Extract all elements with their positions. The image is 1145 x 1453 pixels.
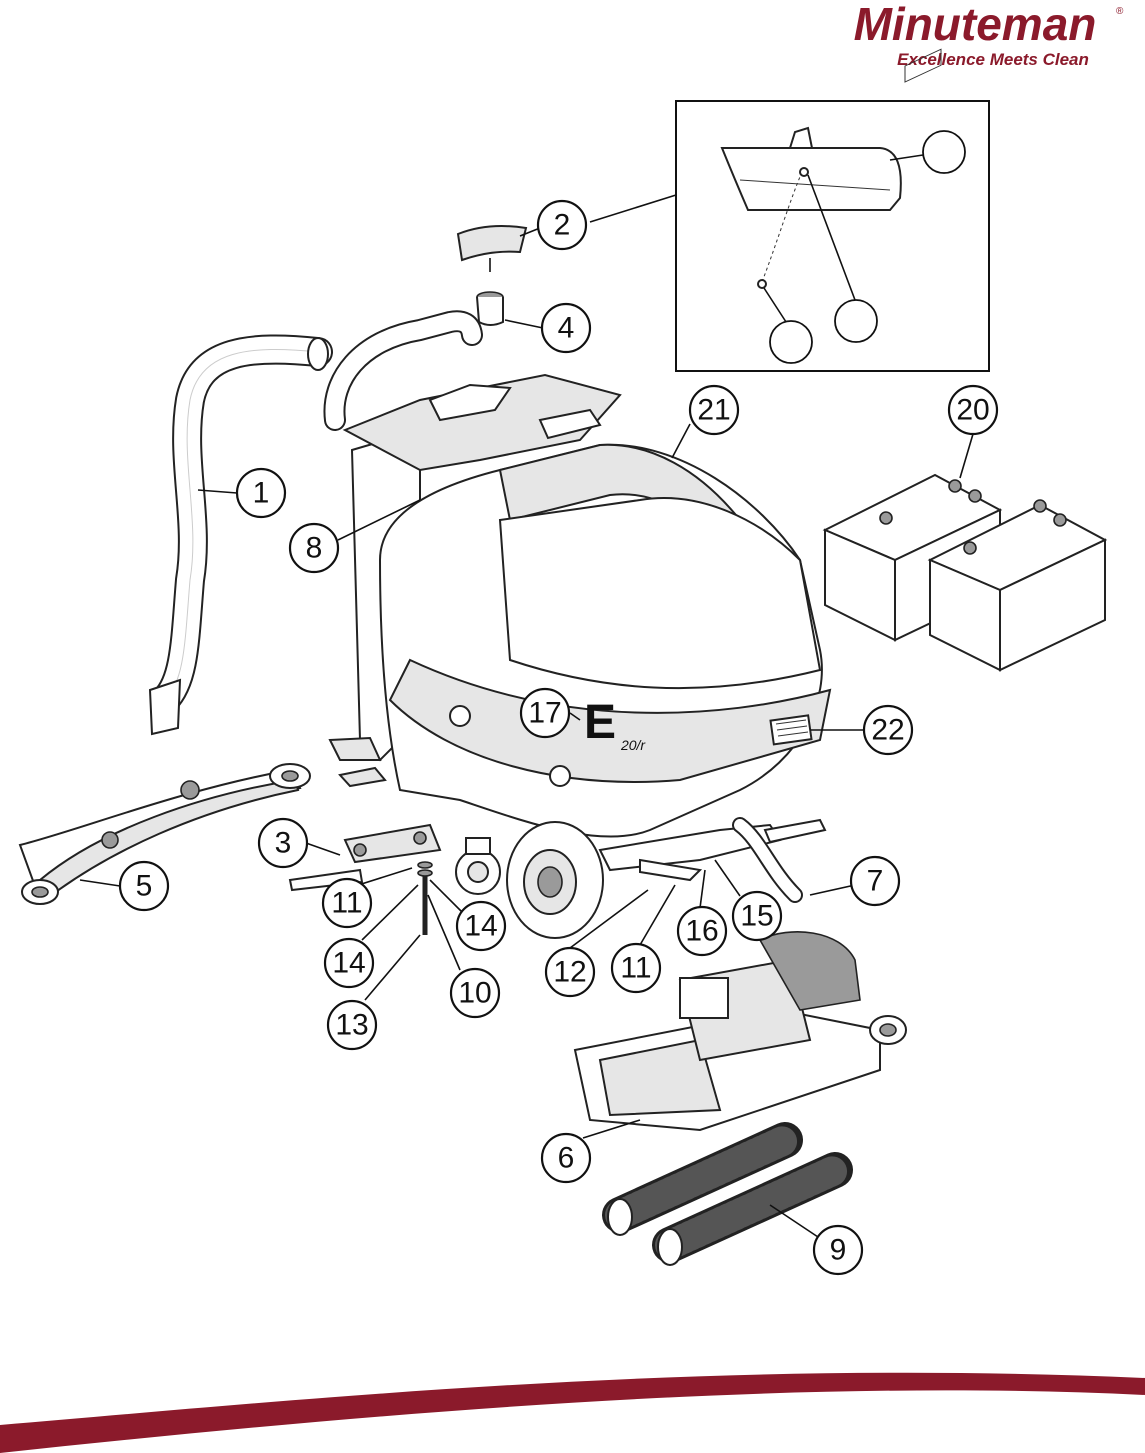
callout-9: 9 bbox=[812, 1224, 864, 1276]
model-badge-letter: E bbox=[584, 696, 616, 749]
svg-text:10: 10 bbox=[458, 977, 491, 1010]
leader-lines bbox=[79, 227, 974, 1238]
callout-5: 5 bbox=[118, 860, 170, 912]
callout-17: 17 bbox=[519, 687, 571, 739]
callout-14a: 14 bbox=[455, 900, 507, 952]
svg-text:12: 12 bbox=[553, 956, 586, 989]
svg-text:2: 2 bbox=[554, 209, 571, 242]
inset-detail-box bbox=[675, 100, 990, 372]
bottom-swoosh bbox=[0, 1372, 1145, 1453]
callout-16: 16 bbox=[676, 905, 728, 957]
svg-text:7: 7 bbox=[867, 865, 884, 898]
svg-text:11: 11 bbox=[620, 952, 651, 985]
callout-6: 6 bbox=[540, 1132, 592, 1184]
machine-body: E 20/r bbox=[323, 310, 832, 939]
part-bracket bbox=[288, 823, 442, 935]
part-batteries bbox=[822, 48, 1108, 672]
svg-text:6: 6 bbox=[558, 1142, 575, 1175]
svg-text:20: 20 bbox=[956, 394, 989, 427]
callout-13: 13 bbox=[326, 999, 378, 1051]
callout-15: 15 bbox=[731, 890, 783, 942]
part-brush-deck bbox=[573, 931, 907, 1132]
svg-text:16: 16 bbox=[685, 915, 718, 948]
svg-text:14: 14 bbox=[332, 947, 365, 980]
callout-10: 10 bbox=[449, 967, 501, 1019]
callout-14b: 14 bbox=[323, 937, 375, 989]
svg-text:11: 11 bbox=[331, 887, 362, 920]
callout-11b: 11 bbox=[610, 942, 662, 994]
callout-11a: 11 bbox=[321, 877, 373, 929]
part-squeegee bbox=[18, 763, 311, 905]
svg-text:14: 14 bbox=[464, 910, 497, 943]
part-lid-cap bbox=[456, 225, 528, 272]
callout-2: 2 bbox=[536, 199, 588, 251]
empty-callout bbox=[922, 130, 966, 174]
part-brushes bbox=[602, 1122, 853, 1266]
empty-callout bbox=[834, 299, 878, 343]
svg-text:3: 3 bbox=[275, 827, 292, 860]
callout-12: 12 bbox=[544, 946, 596, 998]
svg-text:1: 1 bbox=[253, 477, 270, 510]
callout-1: 1 bbox=[235, 467, 287, 519]
callout-20: 20 bbox=[947, 384, 999, 436]
callout-22: 22 bbox=[862, 704, 914, 756]
svg-text:9: 9 bbox=[830, 1234, 847, 1267]
callout-21: 21 bbox=[688, 384, 740, 436]
brand-tagline: Excellence Meets Clean bbox=[897, 50, 1089, 69]
callout-4: 4 bbox=[540, 302, 592, 354]
svg-text:5: 5 bbox=[136, 870, 153, 903]
svg-text:®: ® bbox=[1116, 6, 1124, 17]
part-filter-cup bbox=[476, 291, 504, 326]
svg-text:8: 8 bbox=[306, 532, 323, 565]
svg-text:21: 21 bbox=[697, 394, 730, 427]
svg-text:15: 15 bbox=[740, 900, 773, 933]
model-badge-sub: 20/r bbox=[620, 737, 646, 753]
callout-8: 8 bbox=[288, 522, 340, 574]
svg-text:17: 17 bbox=[528, 697, 561, 730]
part-vacuum-hose bbox=[148, 334, 333, 736]
callout-3: 3 bbox=[257, 817, 309, 869]
svg-text:4: 4 bbox=[558, 312, 575, 345]
svg-text:22: 22 bbox=[871, 714, 904, 747]
minuteman-logo: Minuteman ® Excellence Meets Clean bbox=[854, 0, 1124, 69]
brand-name: Minuteman bbox=[854, 0, 1097, 50]
callout-7: 7 bbox=[849, 855, 901, 907]
empty-callout bbox=[769, 320, 813, 364]
svg-text:13: 13 bbox=[335, 1009, 368, 1042]
